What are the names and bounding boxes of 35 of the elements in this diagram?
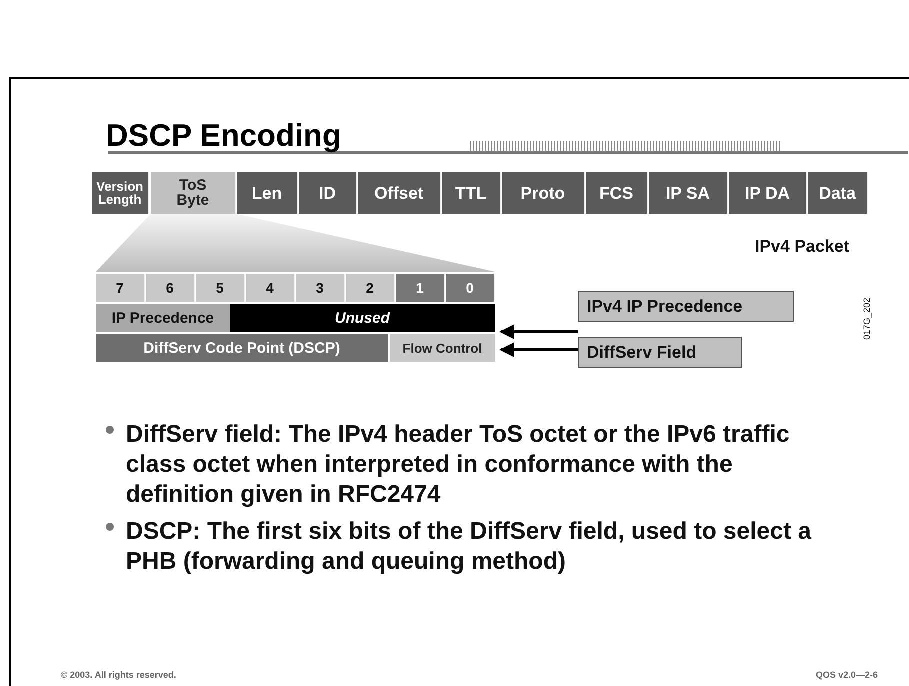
packet-field: IP DA	[729, 172, 807, 214]
packet-field: Offset	[358, 172, 441, 214]
bit-cell: 6	[146, 274, 195, 302]
packet-field: FCS	[586, 172, 648, 214]
callout-box: DiffServ Field	[578, 337, 742, 368]
field-segment: IP Precedence	[96, 304, 230, 332]
callout-box: IPv4 IP Precedence	[578, 291, 794, 322]
packet-field: Data	[808, 172, 868, 214]
packet-field: Proto	[502, 172, 585, 214]
packet-caption: IPv4 Packet	[755, 236, 850, 258]
bullet-text: DiffServ field: The IPv4 header ToS octet or the IPv6 traffic class octet when interpreted in conformance with the definition given in RFC2474	[126, 420, 791, 510]
bit-cell: 1	[396, 274, 445, 302]
slide-title: DSCP Encoding	[106, 118, 342, 154]
expansion-wedge	[96, 214, 495, 272]
arrow	[500, 342, 578, 358]
bit-cell: 0	[446, 274, 495, 302]
bit-cell: 4	[246, 274, 295, 302]
field-segment: Flow Control	[390, 334, 495, 362]
packet-field: Version Length	[92, 172, 149, 214]
figure-id: 017G_202	[862, 298, 873, 340]
field-segment: Unused	[230, 304, 495, 332]
bit-cell: 3	[296, 274, 345, 302]
bullet-text: DSCP: The first six bits of the DiffServ field, used to select a PHB (forwarding and queuing method)	[126, 517, 813, 577]
bit-cell: 5	[196, 274, 245, 302]
packet-field: ToS Byte	[151, 172, 236, 214]
packet-field: ID	[299, 172, 357, 214]
bit-cell: 7	[96, 274, 145, 302]
arrow	[500, 324, 578, 340]
copyright-text: © 2003. All rights reserved.	[61, 670, 176, 682]
packet-field: IP SA	[649, 172, 728, 214]
field-segment: DiffServ Code Point (DSCP)	[96, 334, 388, 362]
packet-field: Len	[237, 172, 298, 214]
slide-number: QOS v2.0—2-6	[816, 670, 878, 682]
packet-field: TTL	[442, 172, 501, 214]
bit-cell: 2	[346, 274, 395, 302]
